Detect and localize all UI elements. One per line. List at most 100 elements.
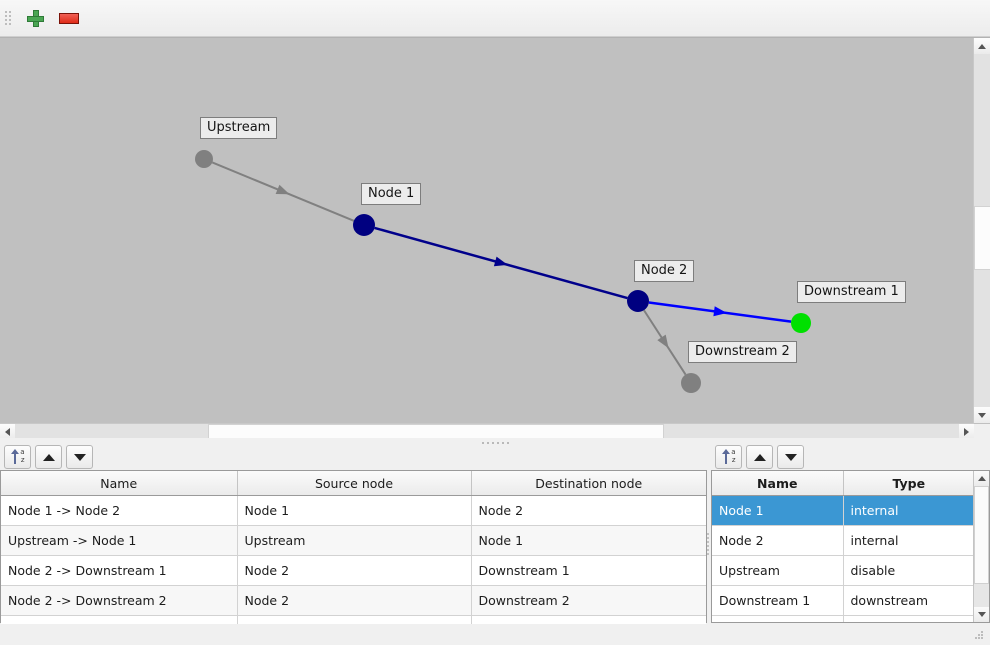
- nodes-move-down-button[interactable]: [777, 445, 804, 469]
- edges-move-down-button[interactable]: [66, 445, 93, 469]
- main-toolbar: [0, 0, 990, 37]
- graph-node-downstream2[interactable]: [681, 373, 701, 393]
- edges-table-cell-1-2[interactable]: Node 1: [471, 525, 706, 556]
- graph-node-label-downstream2[interactable]: Downstream 2: [688, 341, 797, 363]
- graph-edges-layer: [211, 161, 792, 376]
- graph-drawing: [195, 150, 811, 393]
- chevron-down-icon: [978, 412, 986, 418]
- nodes-table-column-header-1[interactable]: Type: [843, 471, 974, 496]
- edges-table-column-header-2[interactable]: Destination node: [471, 471, 706, 496]
- nodes-table-cell-0-0[interactable]: Node 1: [712, 495, 844, 526]
- chevron-down-icon: [977, 612, 986, 617]
- edges-table-column-header-0[interactable]: Name: [1, 471, 238, 496]
- canvas-scroll-right-button[interactable]: [959, 424, 974, 439]
- graph-node-label-upstream[interactable]: Upstream: [200, 117, 278, 139]
- toolbar-drag-handle[interactable]: [3, 8, 13, 28]
- chevron-up-icon: [978, 43, 986, 49]
- edges-table-cell-1-0[interactable]: Upstream -> Node 1: [1, 525, 238, 556]
- nodes-move-up-button[interactable]: [746, 445, 773, 469]
- arrow-up-icon: [42, 453, 55, 461]
- nodes-table-cell-1-1[interactable]: internal: [843, 525, 974, 556]
- nodes-table-scrollbar[interactable]: [973, 471, 989, 622]
- nodes-scroll-down-button[interactable]: [974, 607, 989, 622]
- graph-node-label-node2[interactable]: Node 2: [634, 260, 695, 282]
- edges-table-cell-3-1[interactable]: Node 2: [237, 585, 472, 616]
- edges-pane-resize-grip[interactable]: [707, 533, 710, 557]
- graph-node-label-node1[interactable]: Node 1: [361, 183, 422, 205]
- edges-table-cell-0-1[interactable]: Node 1: [237, 495, 472, 526]
- plus-icon: [26, 9, 44, 27]
- edges-table-cell-3-2[interactable]: Downstream 2: [471, 585, 706, 616]
- nodes-scroll-up-button[interactable]: [974, 471, 989, 486]
- status-bar: [0, 624, 990, 645]
- edges-table-cell-1-1[interactable]: Upstream: [237, 525, 472, 556]
- arrow-down-icon: [73, 453, 86, 461]
- edges-table-column-header-1[interactable]: Source node: [237, 471, 472, 496]
- edges-table-cell-2-1[interactable]: Node 2: [237, 555, 472, 586]
- horizontal-splitter[interactable]: [0, 438, 990, 447]
- nodes-scroll-thumb[interactable]: [974, 486, 989, 584]
- canvas-scroll-corner: [974, 424, 990, 439]
- arrow-down-icon: [784, 453, 797, 461]
- remove-button[interactable]: [53, 3, 85, 33]
- edge-arrowhead-node2-downstream2: [657, 334, 669, 349]
- edges-table-cell-0-0[interactable]: Node 1 -> Node 2: [1, 495, 238, 526]
- canvas-scroll-left-button[interactable]: [0, 424, 15, 439]
- nodes-table-column-header-0[interactable]: Name: [712, 471, 844, 496]
- edge-arrowhead-node2-downstream1: [713, 306, 727, 317]
- canvas-vertical-scrollbar[interactable]: [973, 38, 990, 423]
- edge-arrowhead-upstream-node1: [275, 184, 290, 195]
- graph-nodes-layer: [195, 150, 811, 393]
- nodes-table-empty-row: [712, 615, 974, 622]
- window-resize-grip[interactable]: [975, 631, 987, 643]
- edges-table-cell-2-2[interactable]: Downstream 1: [471, 555, 706, 586]
- graph-node-node2[interactable]: [627, 290, 649, 312]
- canvas-vscroll-thumb[interactable]: [974, 206, 990, 270]
- canvas-scroll-up-button[interactable]: [974, 38, 990, 54]
- canvas-scroll-down-button[interactable]: [974, 407, 990, 423]
- edges-table-cell-2-0[interactable]: Node 2 -> Downstream 1: [1, 555, 238, 586]
- graph-node-upstream[interactable]: [195, 150, 213, 168]
- edges-table-cell-3-0[interactable]: Node 2 -> Downstream 2: [1, 585, 238, 616]
- nodes-table-cell-1-0[interactable]: Node 2: [712, 525, 844, 556]
- edge-arrowhead-node1-node2: [493, 256, 508, 267]
- add-button[interactable]: [19, 3, 51, 33]
- arrow-up-icon: [753, 453, 766, 461]
- graph-node-node1[interactable]: [353, 214, 375, 236]
- canvas-horizontal-scrollbar[interactable]: [0, 423, 974, 441]
- nodes-table-cell-2-0[interactable]: Upstream: [712, 555, 844, 586]
- nodes-table-cell-2-1[interactable]: disable: [843, 555, 974, 586]
- graph-node-downstream1[interactable]: [791, 313, 811, 333]
- nodes-table-cell-3-0[interactable]: Downstream 1: [712, 585, 844, 616]
- chevron-up-icon: [977, 476, 986, 481]
- nodes-table-cell-0-1[interactable]: internal: [843, 495, 974, 526]
- minus-icon: [59, 12, 79, 24]
- graph-node-label-downstream1[interactable]: Downstream 1: [797, 281, 906, 303]
- edges-table-cell-0-2[interactable]: Node 2: [471, 495, 706, 526]
- nodes-table-cell-3-1[interactable]: downstream: [843, 585, 974, 616]
- chevron-left-icon: [5, 427, 10, 436]
- edges-move-up-button[interactable]: [35, 445, 62, 469]
